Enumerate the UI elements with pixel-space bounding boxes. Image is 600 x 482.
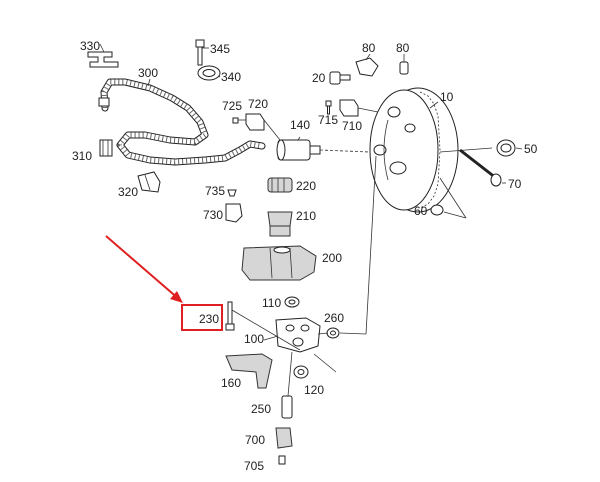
label-330: 330 [80, 39, 100, 53]
bracket-160 [225, 353, 273, 389]
bracket-80 [355, 53, 409, 77]
label-310: 310 [72, 149, 92, 163]
label-230: 230 [199, 312, 219, 326]
label-715: 715 [318, 113, 338, 127]
plug-110 [284, 296, 300, 308]
screw-725 [232, 117, 246, 124]
label-210: 210 [296, 209, 316, 223]
bracket-700 [275, 427, 293, 449]
label-730: 730 [203, 208, 223, 222]
label-160: 160 [221, 376, 241, 390]
label-20: 20 [312, 71, 326, 85]
sensor-250 [281, 351, 337, 419]
bracket-730 [225, 203, 243, 223]
label-340: 340 [221, 70, 241, 84]
hose-300 [98, 78, 266, 166]
label-140: 140 [290, 118, 310, 132]
plug-60 [430, 177, 467, 219]
label-710: 710 [342, 119, 362, 133]
label-110: 110 [262, 296, 281, 310]
label-735: 735 [205, 184, 225, 198]
label-220: 220 [296, 179, 316, 193]
cap-220 [267, 177, 293, 193]
nut-120 [293, 365, 309, 379]
label-50: 50 [524, 142, 538, 156]
label-60: 60 [414, 204, 428, 218]
bracket-710 [339, 99, 379, 117]
label-200: 200 [322, 251, 342, 265]
label-260: 260 [324, 311, 344, 325]
clip-310 [99, 139, 113, 157]
reservoir-200 [241, 245, 317, 281]
label-700: 700 [245, 433, 265, 447]
filter-210 [267, 211, 293, 237]
label-80a: 80 [362, 41, 376, 55]
highlight-box-230 [181, 304, 223, 331]
bolt-345 [195, 39, 209, 66]
valve-block-100 [275, 317, 329, 353]
label-320: 320 [118, 185, 138, 199]
seal-50 [496, 139, 523, 157]
label-70: 70 [508, 177, 522, 191]
label-345: 345 [210, 42, 230, 56]
label-300: 300 [138, 66, 158, 80]
brake-booster-10 [369, 87, 493, 213]
bracket-720 [245, 113, 281, 141]
screw-735 [227, 189, 237, 197]
label-250: 250 [251, 402, 271, 416]
highlight-arrow [105, 235, 183, 303]
bolt-230 [225, 301, 301, 351]
label-80b: 80 [396, 41, 410, 55]
clamp-340 [197, 65, 221, 81]
label-100: 100 [244, 332, 264, 346]
screw-715 [325, 100, 332, 115]
vacuum-sensor-140 [276, 136, 371, 161]
label-120: 120 [304, 383, 324, 397]
label-705: 705 [244, 459, 264, 473]
bolt-20 [329, 71, 351, 85]
label-720: 720 [248, 97, 268, 111]
label-725: 725 [222, 99, 242, 113]
pushrod-70 [459, 148, 506, 187]
screw-705 [278, 455, 286, 465]
washer-260 [326, 155, 377, 339]
label-10: 10 [440, 90, 454, 104]
clip-330 [87, 43, 119, 68]
clip-320 [137, 171, 161, 193]
